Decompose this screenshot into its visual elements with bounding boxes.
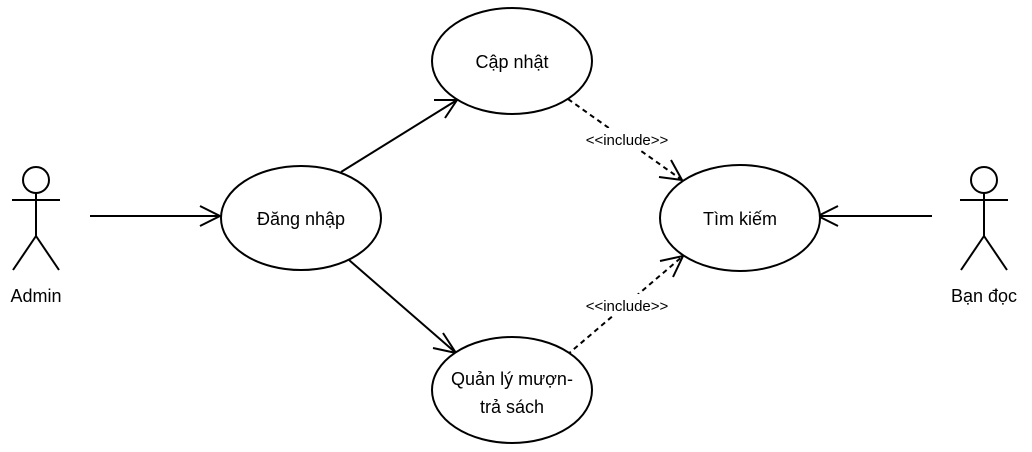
actor-admin[interactable]: Admin [10,166,62,306]
use-case-update-ellipse [431,7,593,115]
actor-reader-right-leg [983,235,1008,271]
use-case-update-label: Cập nhật [475,52,548,72]
arrowhead-open [199,205,223,227]
include-label-manage: <<include>> [586,298,669,315]
actor-admin-head [22,166,50,194]
association-reader-search [815,205,932,227]
include-label-update: <<include>> [586,132,669,149]
association-line [340,99,458,173]
use-case-search-label: Tìm kiếm [703,209,777,229]
use-case-login[interactable]: Đăng nhập [220,165,382,271]
include-label-bg [574,128,680,150]
use-case-manage-label-line1: Quản lý mượn- [451,369,573,389]
actor-reader-label: Bạn đọc [951,286,1017,306]
actor-reader-left-leg [960,235,985,271]
use-case-search-ellipse [659,164,821,272]
use-case-manage-ellipse [431,336,593,444]
use-case-update[interactable]: Cập nhật [431,7,593,115]
association-admin-login [90,205,223,227]
actor-admin-left-leg [12,235,37,271]
actor-admin-right-leg [35,235,60,271]
use-case-manage-label-line2: trả sách [480,397,544,417]
actor-reader-head [970,166,998,194]
use-case-search[interactable]: Tìm kiếm [659,164,821,272]
include-label-bg [574,294,680,316]
actor-admin-label: Admin [10,286,61,306]
use-case-manage[interactable]: Quản lý mượn- trả sách [431,336,593,444]
actor-reader[interactable]: Bạn đọc [951,166,1017,306]
association-line [348,259,457,354]
include-update-search [567,98,684,182]
arrowhead-open [658,159,684,182]
use-case-login-ellipse [220,165,382,271]
association-login-manage [348,259,459,355]
association-login-update [340,99,459,173]
use-case-login-label: Đăng nhập [257,209,345,229]
